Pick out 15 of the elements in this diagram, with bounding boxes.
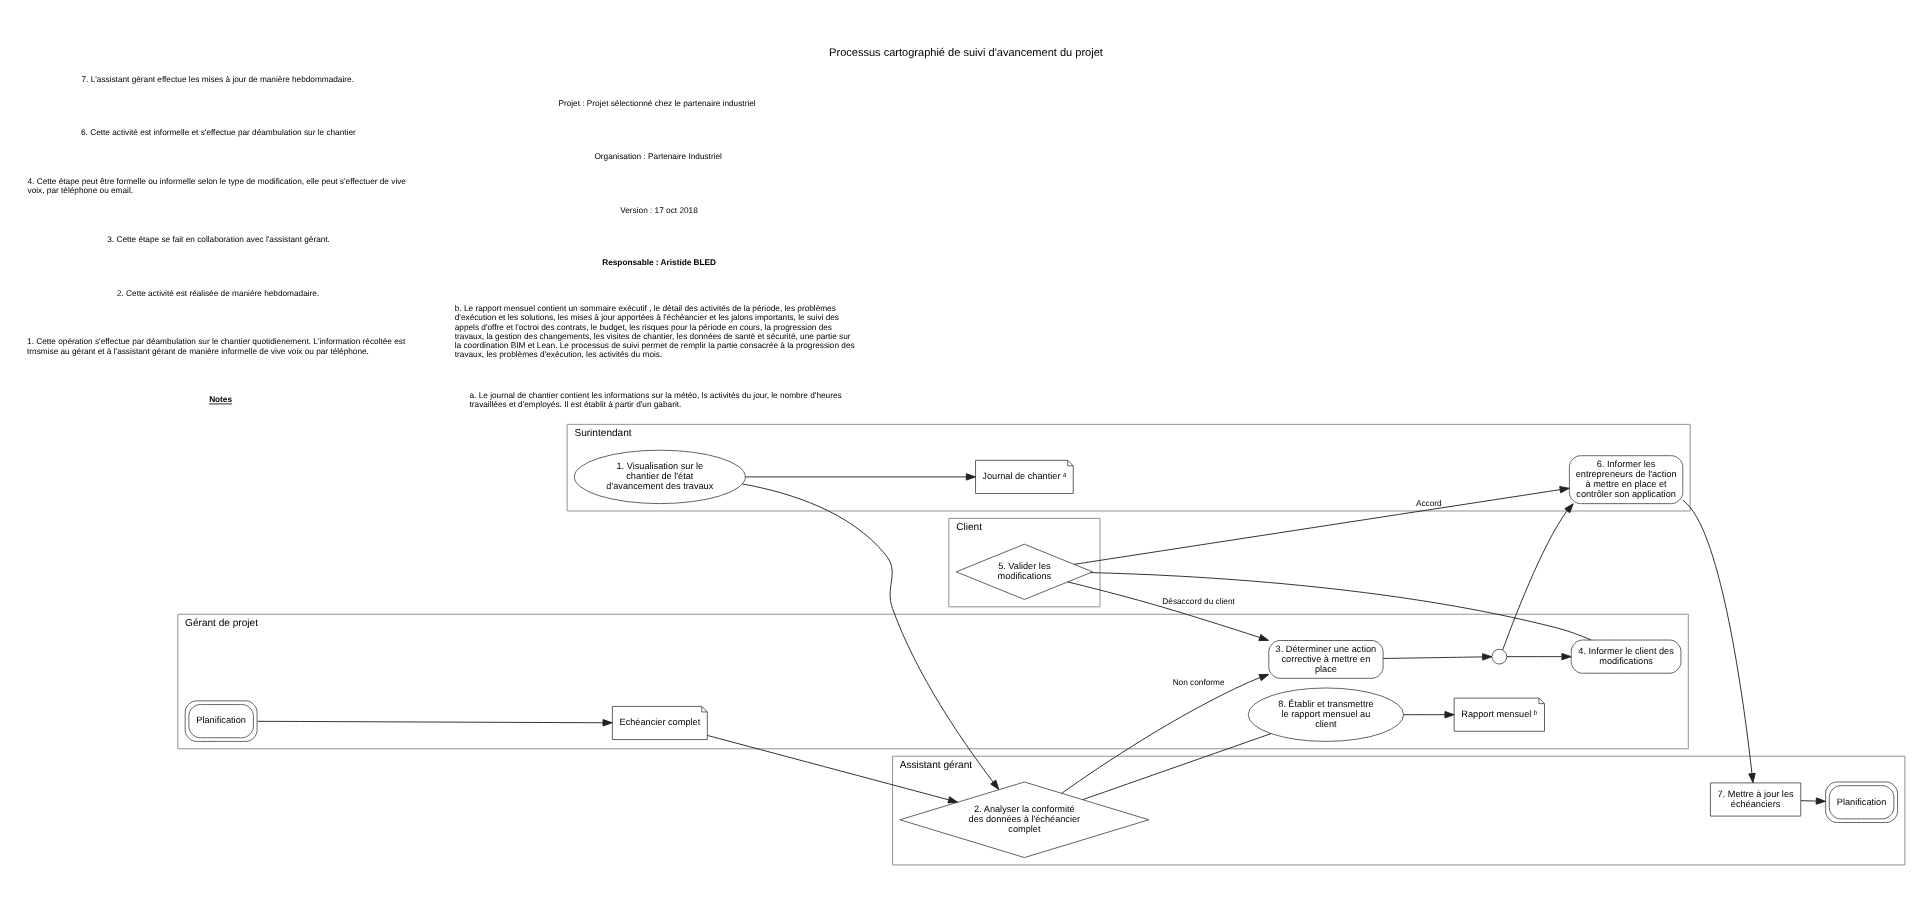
arrow	[1506, 652, 1572, 661]
node-circle	[1491, 648, 1508, 665]
arrow	[256, 719, 613, 727]
arrow	[707, 735, 959, 804]
arrow	[741, 483, 1000, 790]
arrow	[1382, 653, 1493, 661]
connector	[1090, 572, 1592, 641]
arrow	[1067, 581, 1269, 642]
arrow	[744, 473, 976, 481]
arrow	[1403, 711, 1455, 719]
arrow	[1061, 674, 1270, 794]
arrow	[1073, 486, 1570, 565]
arrow	[1800, 797, 1826, 805]
arrow	[1502, 503, 1574, 651]
arrow	[1682, 499, 1756, 784]
